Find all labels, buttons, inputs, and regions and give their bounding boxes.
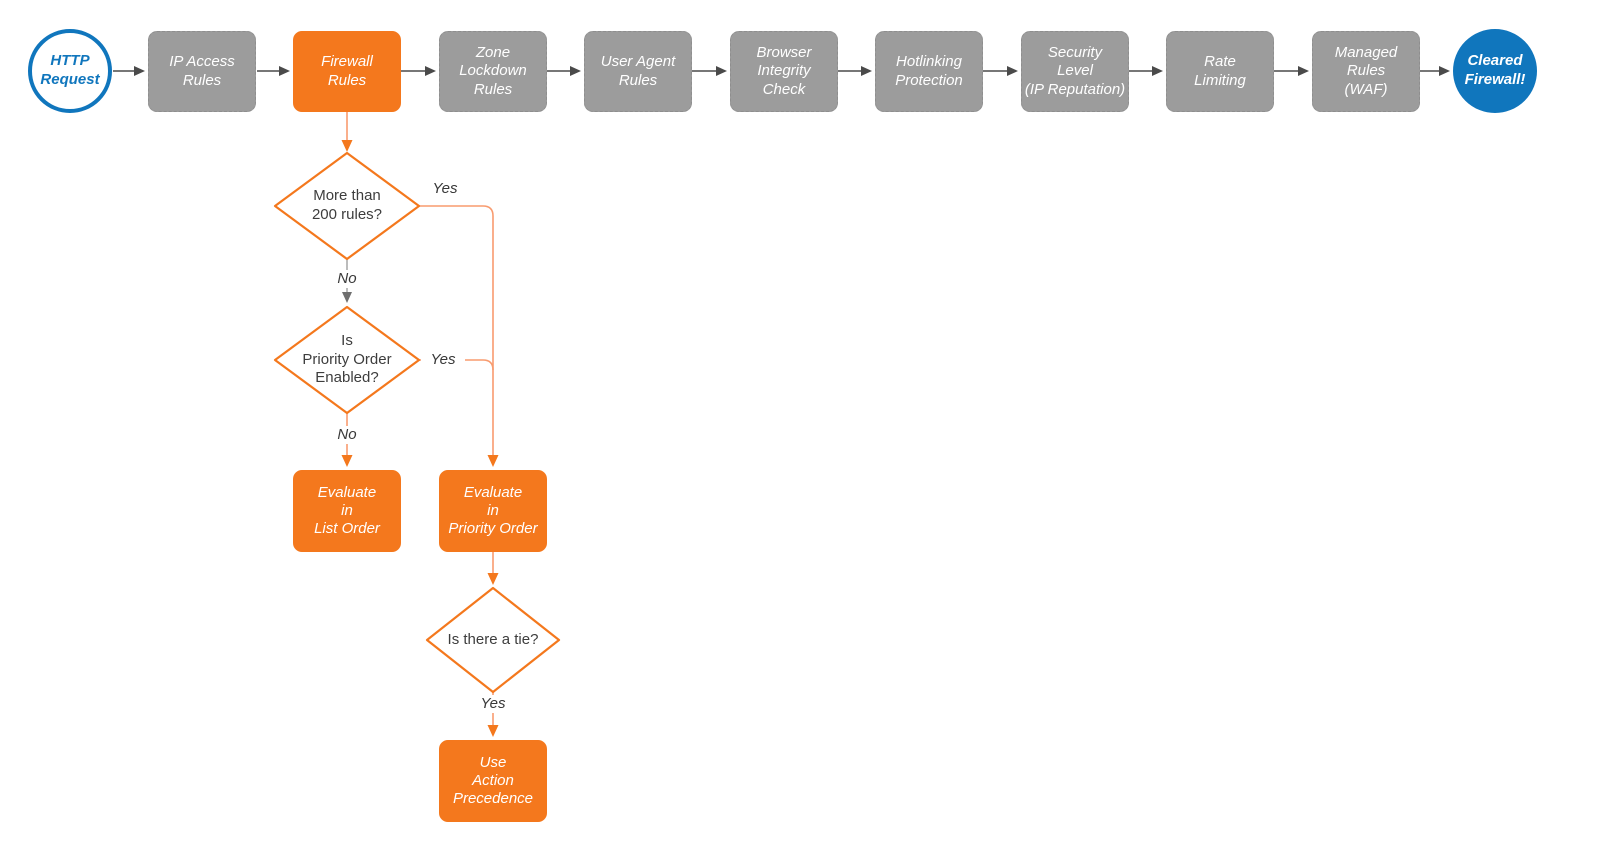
node-cleared-firewall: Cleared Firewall! xyxy=(1453,29,1537,113)
edge-label-d1-yes: Yes xyxy=(423,180,467,198)
node-user-agent-rules: User Agent Rules xyxy=(584,31,692,112)
node-http-request: HTTP Request xyxy=(28,29,112,113)
node-rate-limiting: Rate Limiting xyxy=(1166,31,1274,112)
node-zone-lockdown-rules: Zone Lockdown Rules xyxy=(439,31,547,112)
node-firewall-rules: Firewall Rules xyxy=(293,31,401,112)
node-use-action-precedence: Use Action Precedence xyxy=(439,740,547,822)
diamond-priority-order-enabled xyxy=(273,305,421,415)
node-browser-integrity-check: Browser Integrity Check xyxy=(730,31,838,112)
edge-label-d3-yes: Yes xyxy=(471,695,515,713)
node-evaluate-priority-order: Evaluate in Priority Order xyxy=(439,470,547,552)
edge-label-d2-no: No xyxy=(325,426,369,444)
node-evaluate-list-order: Evaluate in List Order xyxy=(293,470,401,552)
node-managed-rules-waf: Managed Rules (WAF) xyxy=(1312,31,1420,112)
diamond-is-there-a-tie xyxy=(425,586,561,694)
edge-d2-yes-merge xyxy=(419,359,494,371)
node-security-level: Security Level (IP Reputation) xyxy=(1021,31,1129,112)
edge-d1-yes-to-priority xyxy=(419,205,499,467)
decision-is-there-a-tie: Is there a tie? xyxy=(447,630,539,648)
decision-diamonds xyxy=(273,151,561,694)
node-hotlinking-protection: Hotlinking Protection xyxy=(875,31,983,112)
edge-label-d1-no: No xyxy=(325,270,369,288)
node-ip-access-rules: IP Access Rules xyxy=(148,31,256,112)
decision-priority-order-enabled: Is Priority Order Enabled? xyxy=(302,331,392,387)
edge-label-d2-yes: Yes xyxy=(421,351,465,369)
decision-more-than-200-rules: More than 200 rules? xyxy=(311,187,383,223)
diamond-more-than-200-rules xyxy=(273,151,421,261)
